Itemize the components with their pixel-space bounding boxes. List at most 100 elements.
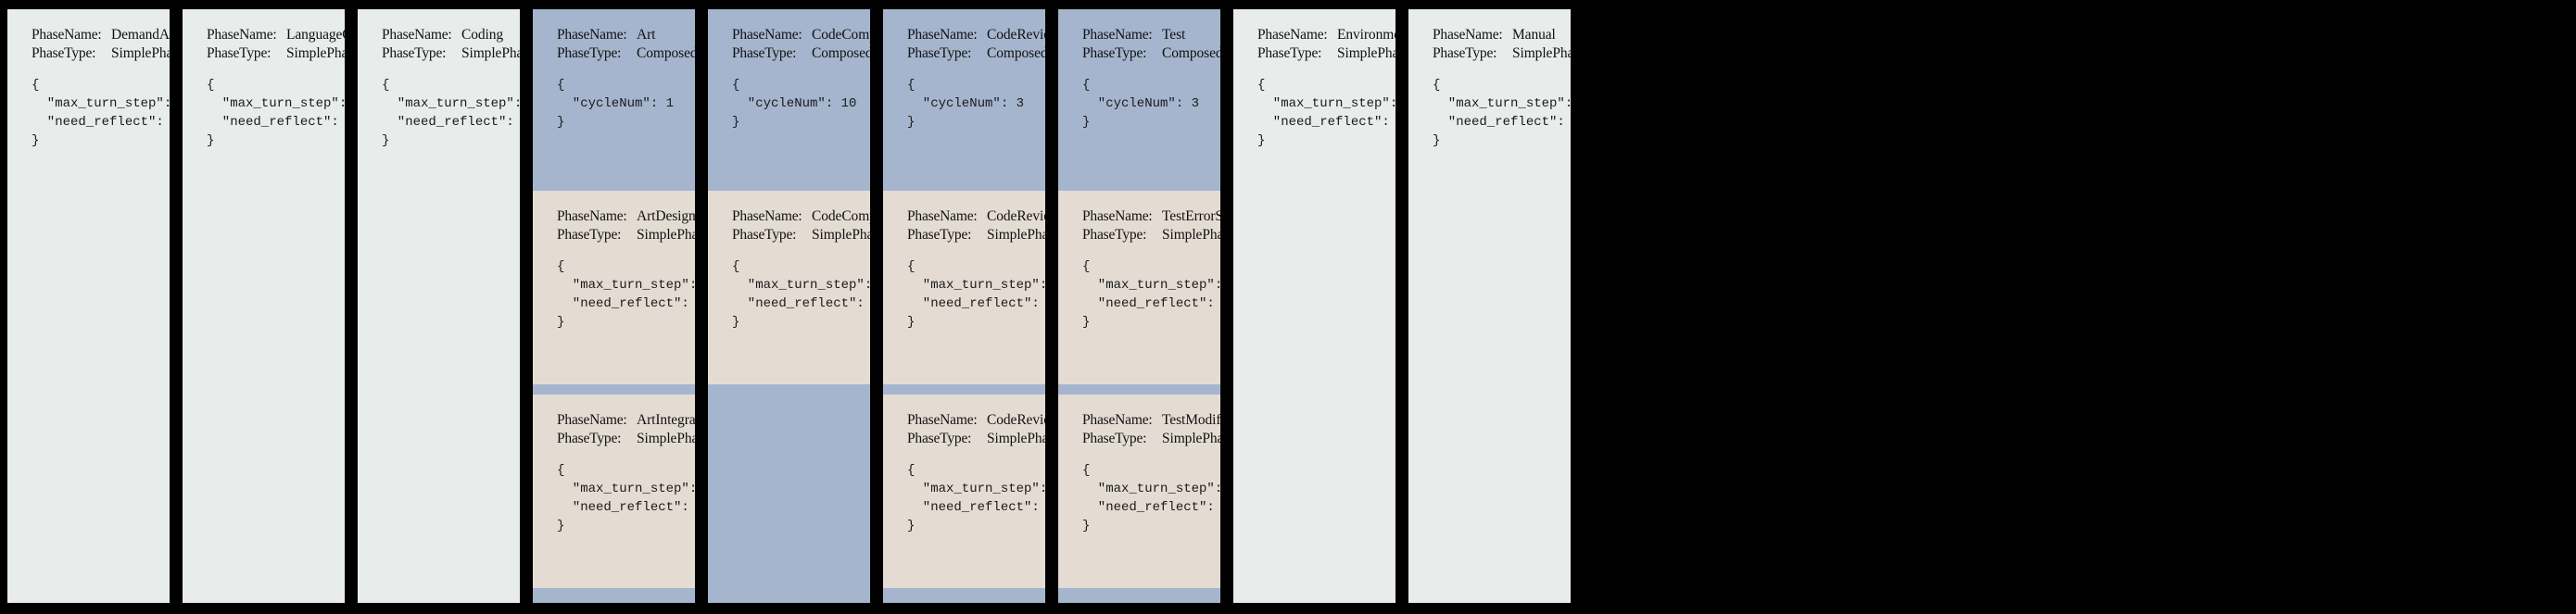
phase-type-label: PhaseType: bbox=[732, 45, 797, 61]
phase-name-row: PhaseName: CodeReviewModification bbox=[907, 411, 1045, 430]
composed-phase-header-code-review[interactable]: PhaseName:CodeReviewPhaseType:ComposedPh… bbox=[883, 9, 1045, 191]
sub-phase-card[interactable]: PhaseName:CodeReviewModificationPhaseTyp… bbox=[883, 395, 1045, 588]
phase-name-value: CodeReviewModification bbox=[987, 412, 1045, 428]
phase-config-json: { "max_turn_step": 1, "need_reflect": "F… bbox=[907, 463, 1045, 533]
phase-name-row: PhaseName:ArtIntegration bbox=[557, 411, 695, 430]
phase-type-value: SimplePhase bbox=[1337, 45, 1395, 61]
phase-column-demand-analysis[interactable]: PhaseName:DemandAnalysisPhaseType:Simple… bbox=[7, 9, 170, 603]
phase-name-label: PhaseName: bbox=[732, 208, 802, 224]
phase-name-row: PhaseName:CodeCompleteAll bbox=[732, 26, 870, 44]
phase-name-value: Art bbox=[637, 27, 656, 43]
phase-type-row: PhaseType:SimplePhase bbox=[207, 44, 345, 63]
composed-phase-cycle-area bbox=[1058, 598, 1220, 603]
phase-type-row: PhaseType:SimplePhase bbox=[1433, 44, 1571, 63]
phase-type-label: PhaseType: bbox=[1082, 227, 1147, 243]
phase-name-value: CodeCompleteAll bbox=[812, 27, 870, 43]
phase-type-value: SimplePhase bbox=[987, 431, 1045, 446]
phase-name-value: EnvironmentDoc bbox=[1337, 27, 1395, 43]
phase-name-row: PhaseName: CodeComplete bbox=[732, 207, 870, 226]
phase-name-value: Test bbox=[1162, 27, 1186, 43]
cycle-divider bbox=[708, 384, 870, 395]
phase-type-value: ComposedPhase bbox=[987, 45, 1045, 61]
phase-name-label: PhaseName: bbox=[907, 208, 978, 224]
phase-name-value: CodeComplete bbox=[812, 208, 870, 224]
phase-type-value: SimplePhase bbox=[812, 227, 870, 243]
phase-config-json: { "max_turn_step": 1, "need_reflect": "F… bbox=[557, 259, 695, 330]
phase-type-row: PhaseType:ComposedPhase bbox=[557, 44, 695, 63]
phase-name-value: ArtIntegration bbox=[637, 412, 695, 428]
phase-name-value: ArtDesign bbox=[637, 208, 695, 224]
sub-phase-card[interactable]: PhaseName: CodeCompletePhaseType:SimplePh… bbox=[708, 191, 870, 384]
phase-type-label: PhaseType: bbox=[1433, 45, 1497, 61]
phase-name-value: LanguageChoose bbox=[286, 27, 345, 43]
sub-phase-card[interactable]: PhaseName: CodeReviewCommentPhaseType:Sim… bbox=[883, 191, 1045, 384]
phase-name-row: PhaseName:Manual bbox=[1433, 26, 1571, 44]
phase-name-value: TestErrorSummary bbox=[1162, 208, 1220, 224]
phase-type-value: ComposedPhase bbox=[637, 45, 695, 61]
phase-name-label: PhaseName: bbox=[1257, 27, 1328, 43]
composed-phase-header-code-complete-all[interactable]: PhaseName:CodeCompleteAllPhaseType: Compo… bbox=[708, 9, 870, 191]
phase-config-json: { "cycleNum": 3 } bbox=[1082, 78, 1200, 130]
phase-type-row: PhaseType:ComposedPhase bbox=[907, 44, 1045, 63]
sub-phase-card[interactable]: PhaseName:TestModificationPhaseType:Simp… bbox=[1058, 395, 1220, 588]
phase-name-label: PhaseName: bbox=[382, 27, 452, 43]
cycle-divider bbox=[1058, 384, 1220, 395]
phase-name-label: PhaseName: bbox=[557, 208, 627, 224]
phase-name-row: PhaseName:Coding bbox=[382, 26, 520, 44]
phase-column-code-complete-all[interactable]: PhaseName:CodeCompleteAllPhaseType:Compo… bbox=[708, 9, 870, 603]
phase-config-json: { "max_turn_step": 1, "need_reflect": "F… bbox=[1082, 259, 1220, 330]
cycle-divider bbox=[533, 588, 695, 598]
phase-type-row: PhaseType: SimplePhase bbox=[382, 44, 520, 63]
phase-type-label: PhaseType: bbox=[1257, 45, 1322, 61]
composed-phase-cycle-area bbox=[708, 395, 870, 603]
phase-type-row: PhaseType:SimplePhase bbox=[732, 226, 870, 244]
phase-config-json: { "max_turn_step": -1, "need_reflect": "… bbox=[32, 78, 170, 148]
phase-type-label: PhaseType: bbox=[907, 227, 972, 243]
phase-config-json: { "max_turn_step": 1, "need_reflect": "F… bbox=[382, 78, 520, 148]
phase-config-json: { "max_turn_step": -1, "need_reflect": "… bbox=[207, 78, 345, 148]
phase-card-environment-doc[interactable]: PhaseName: EnvironmentDocPhaseType: Simple… bbox=[1233, 9, 1395, 163]
phase-name-row: PhaseName:TestModification bbox=[1082, 411, 1220, 430]
phase-name-value: CodeReviewComment bbox=[987, 208, 1045, 224]
phase-card-demand-analysis[interactable]: PhaseName:DemandAnalysisPhaseType:Simple… bbox=[7, 9, 170, 163]
phase-card-language-choose[interactable]: PhaseName:LanguageChoosePhaseType:Simple… bbox=[183, 9, 345, 163]
sub-phase-card[interactable]: PhaseName:ArtIntegrationPhaseType:Simple… bbox=[533, 395, 695, 588]
phase-type-value: ComposedPhase bbox=[1162, 45, 1220, 61]
phase-name-label: PhaseName: bbox=[907, 412, 978, 428]
sub-phase-card[interactable]: PhaseName:TestErrorSummaryPhaseType:Simp… bbox=[1058, 191, 1220, 384]
phase-name-value: CodeReview bbox=[987, 27, 1045, 43]
phase-type-value: SimplePhase bbox=[637, 227, 695, 243]
phase-type-label: PhaseType: bbox=[1082, 45, 1147, 61]
phase-type-value: ComposedPhase bbox=[812, 45, 870, 61]
phase-column-language-choose[interactable]: PhaseName:LanguageChoosePhaseType:Simple… bbox=[183, 9, 345, 603]
sub-phase-card[interactable]: PhaseName:ArtDesignPhaseType:SimplePhase… bbox=[533, 191, 695, 384]
phase-type-row: PhaseType:SimplePhase bbox=[32, 44, 170, 63]
phase-type-row: PhaseType: ComposedPhase bbox=[1082, 44, 1220, 63]
phase-type-value: SimplePhase bbox=[461, 45, 520, 61]
phase-column-code-review[interactable]: PhaseName:CodeReviewPhaseType:ComposedPh… bbox=[883, 9, 1045, 603]
phase-config-json: { "cycleNum": 1 } bbox=[557, 78, 675, 130]
phase-column-environment-doc[interactable]: PhaseName: EnvironmentDocPhaseType: Simple… bbox=[1233, 9, 1395, 603]
phase-name-row: PhaseName:LanguageChoose bbox=[207, 26, 345, 44]
phase-type-label: PhaseType: bbox=[382, 45, 447, 61]
column-filler bbox=[7, 163, 170, 603]
column-filler bbox=[1408, 163, 1571, 603]
composed-phase-cycle-area bbox=[533, 598, 695, 603]
cycle-divider bbox=[1058, 588, 1220, 598]
phase-type-row: PhaseType:SimplePhase bbox=[907, 226, 1045, 244]
phase-type-row: PhaseType: SimplePhase bbox=[1257, 44, 1395, 63]
phase-type-value: SimplePhase bbox=[1162, 227, 1220, 243]
phase-type-value: SimplePhase bbox=[637, 431, 695, 446]
phase-name-row: PhaseName:Test bbox=[1082, 26, 1220, 44]
phase-config-json: { "max_turn_step": 1, "need_reflect": "T… bbox=[1257, 78, 1395, 148]
phase-name-value: Manual bbox=[1512, 27, 1556, 43]
